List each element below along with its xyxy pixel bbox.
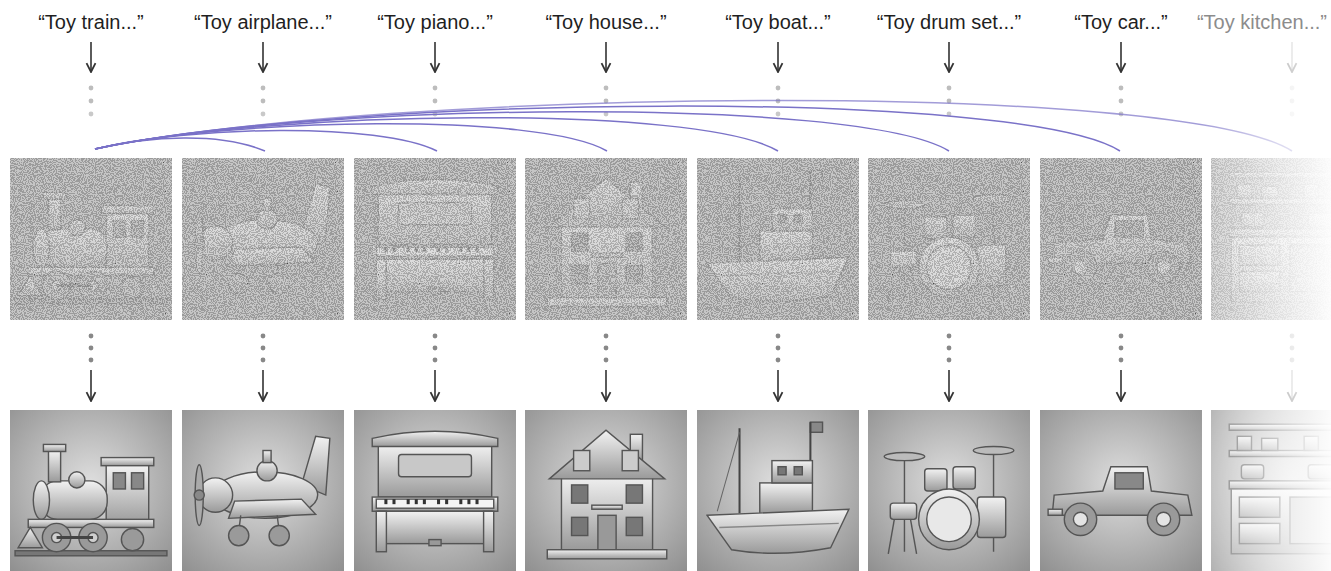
column	[10, 42, 172, 571]
prompt-label: “Toy train...”	[38, 9, 144, 35]
prompt-label: “Toy drum set...”	[877, 9, 1021, 35]
prompt-row: “Toy train...” “Toy airplane...” “Toy pian…	[0, 0, 1331, 60]
image-columns	[10, 42, 1331, 571]
prompt-label: “Toy house...”	[545, 9, 666, 35]
prompt-label: “Toy boat...”	[725, 9, 831, 35]
column	[868, 42, 1030, 571]
prompt-label: “Toy kitchen...”	[1197, 9, 1327, 35]
prompt-label: “Toy airplane...”	[194, 9, 332, 35]
column	[697, 42, 859, 571]
column	[354, 42, 516, 571]
right-fade	[1200, 40, 1331, 571]
prompt-label: “Toy piano...”	[377, 9, 493, 35]
prompt-label: “Toy car...”	[1074, 9, 1167, 35]
attention-curves	[95, 100, 1292, 151]
